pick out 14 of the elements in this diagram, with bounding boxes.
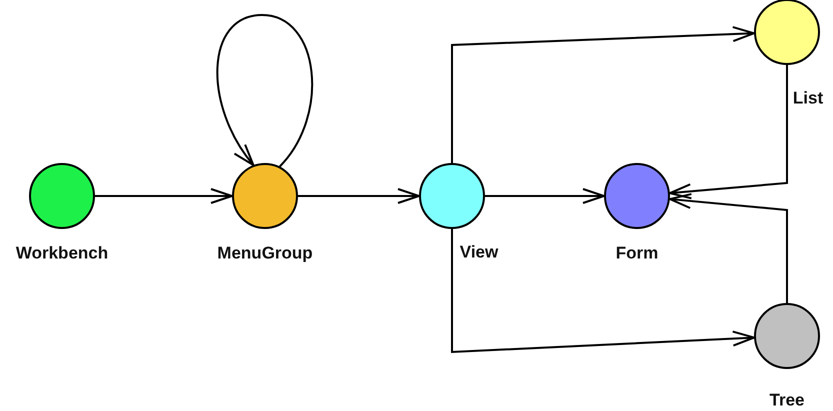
arrow: [485, 188, 605, 204]
arrow: [216, 14, 313, 168]
arrow: [451, 229, 756, 354]
node-label: View: [460, 241, 498, 264]
arrow: [451, 26, 756, 163]
node-label: Form: [616, 242, 658, 264]
arrow: [668, 65, 788, 200]
arrow: [298, 188, 420, 204]
node-label: List: [792, 87, 824, 110]
arrow: [95, 188, 233, 204]
node-label: MenuGroup: [217, 242, 313, 264]
node-label: Tree: [770, 389, 804, 411]
arrow: [668, 193, 788, 303]
node-label: Workbench: [16, 242, 108, 264]
